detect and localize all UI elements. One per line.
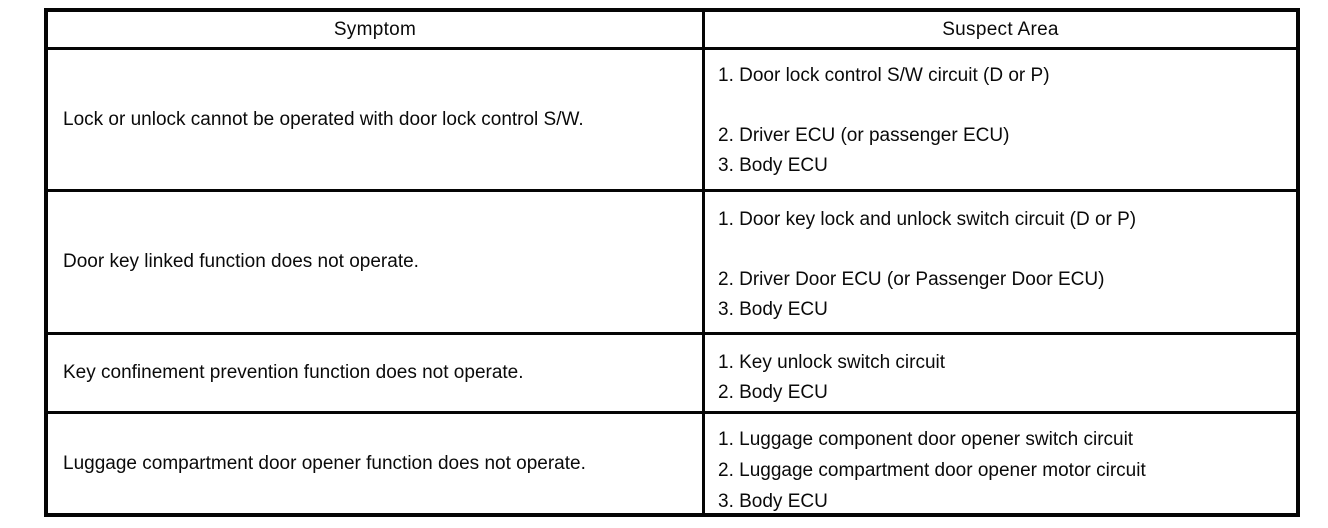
header-cell-suspect-area: Suspect Area [705, 12, 1296, 50]
suspect-item: 1. Key unlock switch circuit [718, 352, 946, 373]
suspect-item: 3. Body ECU [718, 299, 828, 320]
suspect-item: 1. Door key lock and unlock switch circu… [718, 209, 1137, 230]
suspect-item: 1. Door lock control S/W circuit (D or P… [718, 65, 1050, 86]
symptom-cell-row3: Key confinement prevention function does… [48, 335, 705, 414]
suspect-item: 2. Body ECU [718, 382, 828, 403]
suspect-item: 2. Driver ECU (or passenger ECU) [718, 125, 1010, 146]
suspect-cell-row2: 1. Door key lock and unlock switch circu… [705, 192, 1296, 335]
symptom-cell-row4: Luggage compartment door opener function… [48, 414, 705, 513]
header-cell-symptom: Symptom [48, 12, 705, 50]
symptom-cell-row1: Lock or unlock cannot be operated with d… [48, 50, 705, 192]
blank-line-spacer [718, 91, 1288, 121]
symptom-cell-row2: Door key linked function does not operat… [48, 192, 705, 335]
suspect-item: 2. Driver Door ECU (or Passenger Door EC… [718, 269, 1105, 290]
suspect-cell-row1: 1. Door lock control S/W circuit (D or P… [705, 50, 1296, 192]
suspect-cell-row4: 1. Luggage component door opener switch … [705, 414, 1296, 513]
symptom-suspect-table: Symptom Suspect Area Lock or unlock cann… [44, 8, 1300, 517]
suspect-item: 3. Body ECU [718, 155, 828, 176]
blank-line-spacer [718, 235, 1288, 265]
suspect-item: 3. Body ECU [718, 491, 828, 512]
suspect-cell-row3: 1. Key unlock switch circuit 2. Body ECU [705, 335, 1296, 414]
suspect-item: 2. Luggage compartment door opener motor… [718, 460, 1146, 481]
suspect-item: 1. Luggage component door opener switch … [718, 429, 1134, 450]
